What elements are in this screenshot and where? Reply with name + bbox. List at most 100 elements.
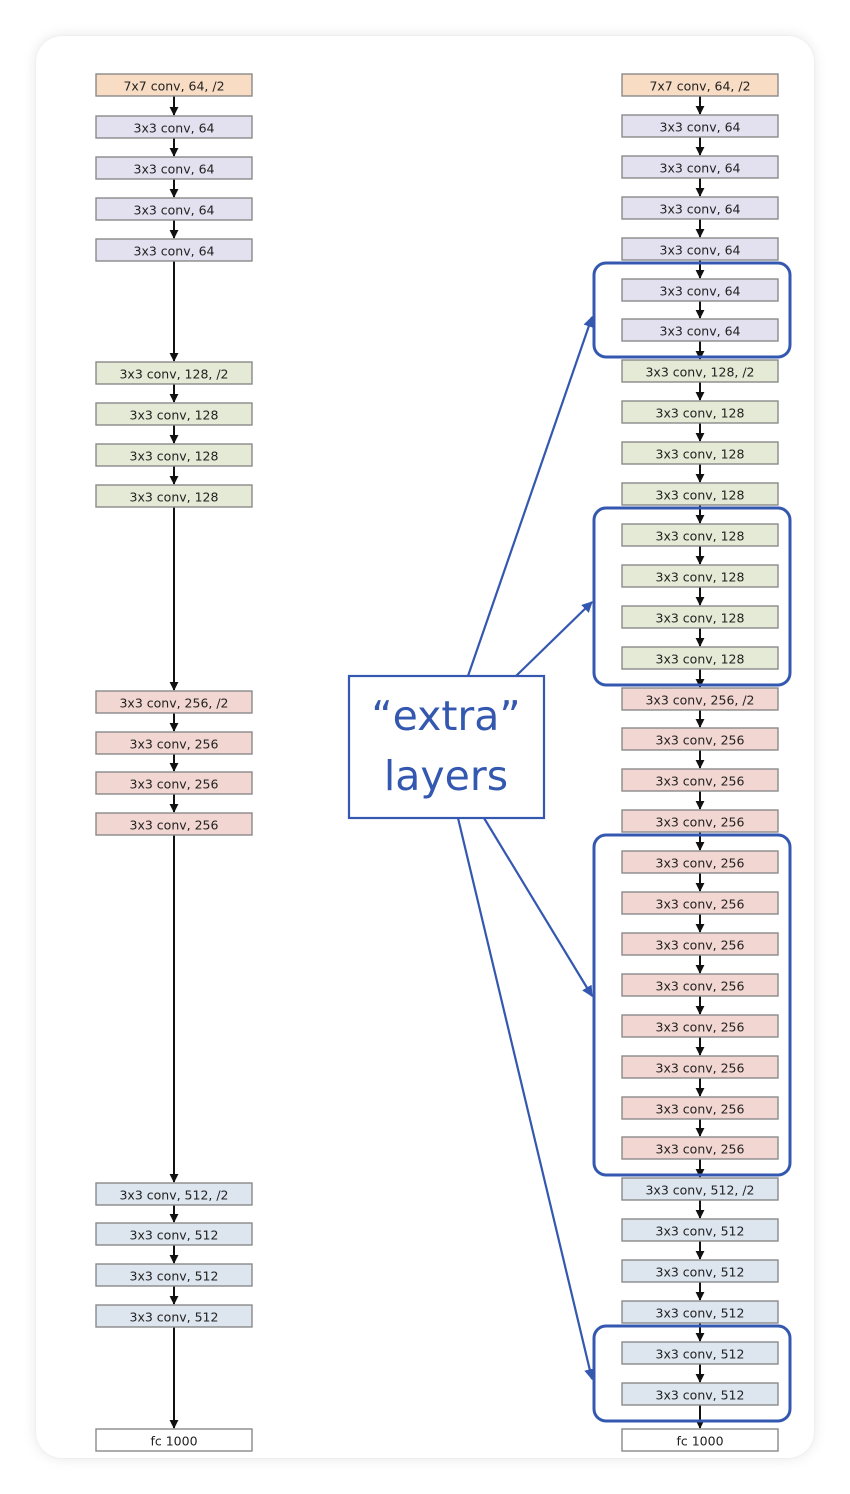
right-layer: 3x3 conv, 256 bbox=[621, 768, 779, 792]
right-layer-box bbox=[621, 646, 779, 670]
right-layer-box bbox=[621, 1136, 779, 1160]
left-layer-box bbox=[95, 690, 253, 714]
left-layer: 7x7 conv, 64, /2 bbox=[95, 73, 253, 97]
right-layer: 3x3 conv, 256 bbox=[621, 932, 779, 956]
right-layer: 3x3 conv, 512 bbox=[621, 1341, 779, 1365]
left-layer-box bbox=[95, 197, 253, 221]
right-layer-box bbox=[621, 114, 779, 138]
right-layer-label: 3x3 conv, 128 bbox=[656, 611, 745, 626]
right-layer: 3x3 conv, 64 bbox=[621, 114, 779, 138]
right-layer: 3x3 conv, 128 bbox=[621, 441, 779, 465]
left-layer: 3x3 conv, 256 bbox=[95, 771, 253, 795]
left-layer-label: 3x3 conv, 128 bbox=[130, 449, 219, 464]
right-layer-box bbox=[621, 1259, 779, 1283]
right-layer-label: 7x7 conv, 64, /2 bbox=[649, 79, 750, 94]
callout-box bbox=[347, 674, 546, 820]
right-layer-label: 3x3 conv, 256 bbox=[656, 938, 745, 953]
left-layer: 3x3 conv, 64 bbox=[95, 156, 253, 180]
right-layer-box bbox=[621, 523, 779, 547]
right-layer: 3x3 conv, 256, /2 bbox=[621, 687, 779, 711]
right-layer: 7x7 conv, 64, /2 bbox=[621, 73, 779, 97]
right-layer-label: 3x3 conv, 512 bbox=[656, 1388, 745, 1403]
left-layer-label: 3x3 conv, 256 bbox=[130, 737, 219, 752]
deeper-network-column: 7x7 conv, 64, /2 3x3 conv, 64 3x3 conv, 64… bbox=[592, 73, 792, 1452]
left-layer-label: 3x3 conv, 128 bbox=[130, 408, 219, 423]
right-layer-box bbox=[621, 1014, 779, 1038]
right-layer-label: 3x3 conv, 256 bbox=[656, 733, 745, 748]
left-layer-label: 3x3 conv, 256 bbox=[130, 777, 219, 792]
right-layer-label: 3x3 conv, 128 bbox=[656, 570, 745, 585]
left-layer-label: 3x3 conv, 64 bbox=[134, 203, 215, 218]
left-layer: 3x3 conv, 128 bbox=[95, 443, 253, 467]
left-layer-label: 3x3 conv, 512 bbox=[130, 1228, 219, 1243]
right-layer-label: 3x3 conv, 64 bbox=[660, 324, 741, 339]
right-layer: 3x3 conv, 128 bbox=[621, 646, 779, 670]
left-layer: 3x3 conv, 64 bbox=[95, 197, 253, 221]
right-layer-label: 3x3 conv, 512 bbox=[656, 1265, 745, 1280]
left-layer-label: 3x3 conv, 256 bbox=[130, 818, 219, 833]
right-layer-box bbox=[621, 605, 779, 629]
right-layer-label: 3x3 conv, 256, /2 bbox=[645, 693, 754, 708]
left-layer-label: 3x3 conv, 512, /2 bbox=[119, 1188, 228, 1203]
right-layer-box bbox=[621, 809, 779, 833]
right-layer: 3x3 conv, 256 bbox=[621, 1096, 779, 1120]
extra-layers-frame bbox=[592, 1324, 792, 1423]
right-layer: 3x3 conv, 128 bbox=[621, 564, 779, 588]
right-layer-box bbox=[621, 441, 779, 465]
right-layer: 3x3 conv, 64 bbox=[621, 318, 779, 342]
left-layer: 3x3 conv, 128, /2 bbox=[95, 361, 253, 385]
right-layer: 3x3 conv, 64 bbox=[621, 278, 779, 302]
left-layer-box bbox=[95, 443, 253, 467]
right-layer-label: 3x3 conv, 64 bbox=[660, 161, 741, 176]
right-layer-box bbox=[621, 278, 779, 302]
right-layer-label: 3x3 conv, 128 bbox=[656, 406, 745, 421]
callout-line-1: “extra” bbox=[371, 692, 520, 740]
left-layer-box bbox=[95, 771, 253, 795]
right-layer-label: 3x3 conv, 128, /2 bbox=[645, 365, 754, 380]
left-layer: 3x3 conv, 128 bbox=[95, 402, 253, 426]
left-layer: 3x3 conv, 64 bbox=[95, 115, 253, 139]
right-layer: 3x3 conv, 256 bbox=[621, 1136, 779, 1160]
left-layer-box bbox=[95, 1222, 253, 1246]
left-layer-box bbox=[95, 1263, 253, 1287]
left-layer: 3x3 conv, 256, /2 bbox=[95, 690, 253, 714]
left-layer-box bbox=[95, 73, 253, 97]
right-layer-label: 3x3 conv, 256 bbox=[656, 1102, 745, 1117]
callout-line-2: layers bbox=[384, 752, 508, 800]
left-layer-box bbox=[95, 731, 253, 755]
right-layer: 3x3 conv, 512 bbox=[621, 1259, 779, 1283]
left-layer: 3x3 conv, 256 bbox=[95, 812, 253, 836]
right-layer-box bbox=[621, 891, 779, 915]
right-layer: 3x3 conv, 256 bbox=[621, 973, 779, 997]
left-layer-box bbox=[95, 238, 253, 262]
left-layer-label: 3x3 conv, 512 bbox=[130, 1310, 219, 1325]
right-layer-label: 3x3 conv, 128 bbox=[656, 488, 745, 503]
right-layer: 3x3 conv, 512 bbox=[621, 1382, 779, 1406]
right-layer-box bbox=[621, 564, 779, 588]
right-layer-box bbox=[621, 932, 779, 956]
right-layer: fc 1000 bbox=[621, 1428, 779, 1452]
left-layer-label: 3x3 conv, 128, /2 bbox=[119, 367, 228, 382]
right-layer: 3x3 conv, 256 bbox=[621, 850, 779, 874]
resnet-comparison-diagram: 7x7 conv, 64, /2 3x3 conv, 64 3x3 conv, 64… bbox=[95, 73, 792, 1452]
extra-layers-callout: “extra” layers bbox=[347, 315, 596, 1381]
right-layer: 3x3 conv, 512 bbox=[621, 1218, 779, 1242]
right-layer-box bbox=[621, 73, 779, 97]
right-layer: 3x3 conv, 256 bbox=[621, 891, 779, 915]
right-layer-label: 3x3 conv, 512 bbox=[656, 1224, 745, 1239]
right-layer-label: 3x3 conv, 128 bbox=[656, 529, 745, 544]
right-layer-box bbox=[621, 1055, 779, 1079]
right-layer: 3x3 conv, 64 bbox=[621, 196, 779, 220]
right-layer-label: 3x3 conv, 256 bbox=[656, 897, 745, 912]
right-layer-box bbox=[621, 1177, 779, 1201]
right-layer: 3x3 conv, 256 bbox=[621, 809, 779, 833]
right-layer: 3x3 conv, 128 bbox=[621, 523, 779, 547]
right-layer-box bbox=[621, 1218, 779, 1242]
right-layer-label: 3x3 conv, 128 bbox=[656, 652, 745, 667]
right-layer-box bbox=[621, 400, 779, 424]
callout-pointer-arrow bbox=[515, 601, 593, 677]
left-layer: 3x3 conv, 512 bbox=[95, 1304, 253, 1328]
right-layer-box bbox=[621, 768, 779, 792]
right-layer-box bbox=[621, 482, 779, 506]
right-layer: 3x3 conv, 512, /2 bbox=[621, 1177, 779, 1201]
